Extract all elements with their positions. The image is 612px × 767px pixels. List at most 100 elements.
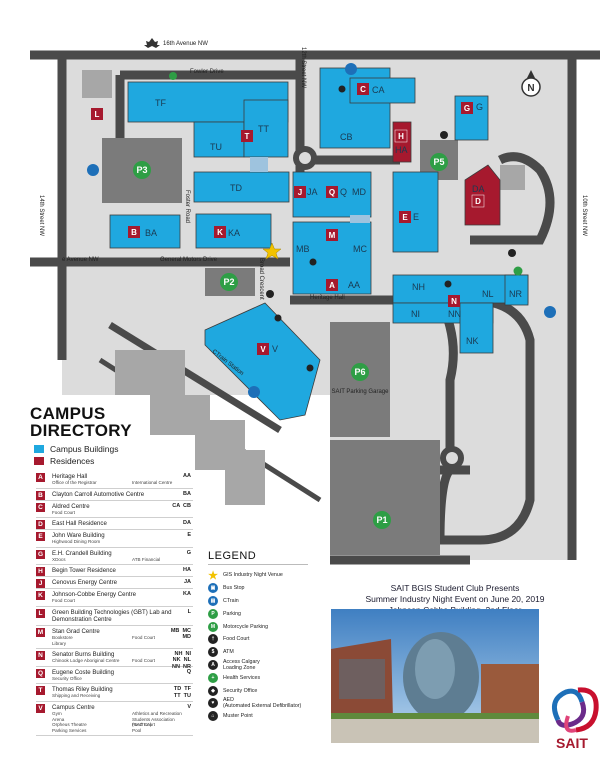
code-l: L	[95, 110, 100, 119]
building-link-1	[250, 157, 268, 172]
code-c: C	[360, 85, 366, 94]
aed-icon: ♥	[208, 698, 218, 709]
event-line-2: Summer Industry Night Event on June 20, …	[365, 594, 545, 604]
compass-label: N	[527, 83, 534, 94]
photo-ground	[331, 717, 539, 743]
bus-icon: ▣	[208, 583, 218, 594]
label-cb: CB	[340, 132, 353, 142]
directory-letter-badge: G	[36, 549, 45, 559]
directory-letter-badge: E	[36, 532, 45, 542]
label-ka: KA	[228, 228, 240, 238]
key-residences: Residences	[34, 455, 200, 467]
map-bus-icon-east	[544, 306, 556, 318]
parking-p2-label: P2	[223, 277, 234, 287]
directory-item-sub-left: Office of the Registrar	[52, 480, 97, 485]
directory-item-sub-right: Food Court	[132, 634, 155, 640]
directory-item-name: Johnson-Cobbe Energy Centre	[52, 591, 137, 599]
code-k-box	[214, 226, 226, 238]
street-general-motors: General Motors Drive	[160, 257, 218, 263]
code-e: E	[402, 213, 408, 222]
legend-item: +Health Services	[208, 671, 308, 684]
directory-letter-badge: M	[36, 627, 45, 637]
legend-items: ★GIS Industry Night Venue▣Bus Stop▤CTrai…	[208, 569, 308, 723]
code-v: V	[260, 345, 266, 354]
directory-item-sub-left: Chinook Lodge Aboriginal Centre	[52, 658, 120, 664]
roundabout-north	[293, 146, 317, 170]
legend-item-label: ATM	[223, 649, 234, 656]
food-icon: †	[208, 634, 218, 645]
grey-structures	[82, 70, 525, 505]
map-atm-icon-1	[309, 258, 317, 266]
label-td: TD	[230, 183, 242, 193]
directory-item-codes: DA	[183, 520, 191, 527]
parking-p1-label: P1	[376, 515, 387, 525]
directory-item-sub-right: Pool	[132, 727, 142, 733]
directory-item-name: Aldred Centre	[52, 502, 90, 510]
logo-loop-blue	[551, 688, 585, 722]
code-n: N	[451, 297, 457, 306]
directory-item-codes: AA	[183, 473, 191, 479]
legend-item-label: Motorcycle Parking	[223, 623, 269, 630]
code-b-box	[128, 226, 140, 238]
key-residences-label: Residences	[50, 456, 95, 466]
directory-item: L Green Building Technologies (GBT) Lab a…	[36, 607, 193, 626]
directory-item-name: Green Building Technologies (GBT) Lab an…	[52, 608, 172, 623]
map-atm-icon-3	[306, 364, 314, 372]
code-m: M	[329, 231, 336, 240]
parking-p3-marker	[133, 161, 151, 179]
map-bus-icon-west	[87, 164, 99, 176]
code-a: A	[329, 281, 335, 290]
directory-item-name: Eugene Coste Building	[52, 668, 114, 676]
directory-letter-badge: L	[36, 608, 45, 618]
label-mb: MB	[296, 244, 310, 254]
directory-letter-badge: H	[36, 567, 45, 577]
photo-glass-dome-highlight	[415, 639, 455, 699]
label-nk: NK	[466, 336, 479, 346]
legend-item-label: Muster Point	[223, 713, 253, 720]
code-a-box	[326, 279, 338, 291]
label-v: V	[272, 344, 278, 354]
code-g-box	[461, 102, 473, 114]
legend-item: ◆Security Office	[208, 684, 308, 697]
label-ni: NI	[411, 309, 420, 319]
directory-item-sub: Food Court	[52, 510, 193, 516]
parking-p6-label: P6	[354, 367, 365, 377]
map-access-icon-1	[266, 290, 274, 298]
code-j-box	[294, 186, 306, 198]
code-j: J	[298, 188, 302, 197]
map-access-icon-2	[440, 131, 448, 139]
directory-title-line-1: CAMPUS	[30, 404, 106, 423]
directory-letter-badge: B	[36, 490, 45, 500]
directory-item-sub-left: Gym	[52, 710, 62, 716]
street-broad: Broad Crescent	[258, 258, 264, 300]
legend-item: ▣ Bus Stop	[208, 582, 308, 595]
compass-arrow-icon	[527, 70, 535, 78]
directory-item-codes: JA	[183, 579, 191, 586]
street-foster: Foster Road	[184, 190, 190, 223]
directory-item-sub-left: Security Office	[52, 675, 82, 681]
building-link-2	[350, 215, 370, 223]
label-nl: NL	[482, 289, 494, 299]
road-ctrain-diagonal	[108, 322, 282, 433]
directory-item-sub-left: Highwood Dining Room	[52, 539, 101, 545]
photo-building-left-windows	[339, 659, 385, 699]
directory-letter-badge: K	[36, 591, 45, 601]
directory-item-name: John Ware Building	[52, 532, 105, 540]
building-code-markers: L T B K J Q M A C H G E D N V	[91, 83, 485, 355]
directory-letter-badge: D	[36, 520, 45, 530]
photo-building-right	[481, 664, 539, 719]
legend-item-label: Security Office	[223, 687, 258, 694]
directory-item-sub: Food Court	[52, 598, 193, 604]
directory-item-sub: Security Office	[52, 676, 193, 682]
code-h: H	[398, 132, 404, 141]
legend-item-label: Bus Stop	[223, 585, 245, 592]
